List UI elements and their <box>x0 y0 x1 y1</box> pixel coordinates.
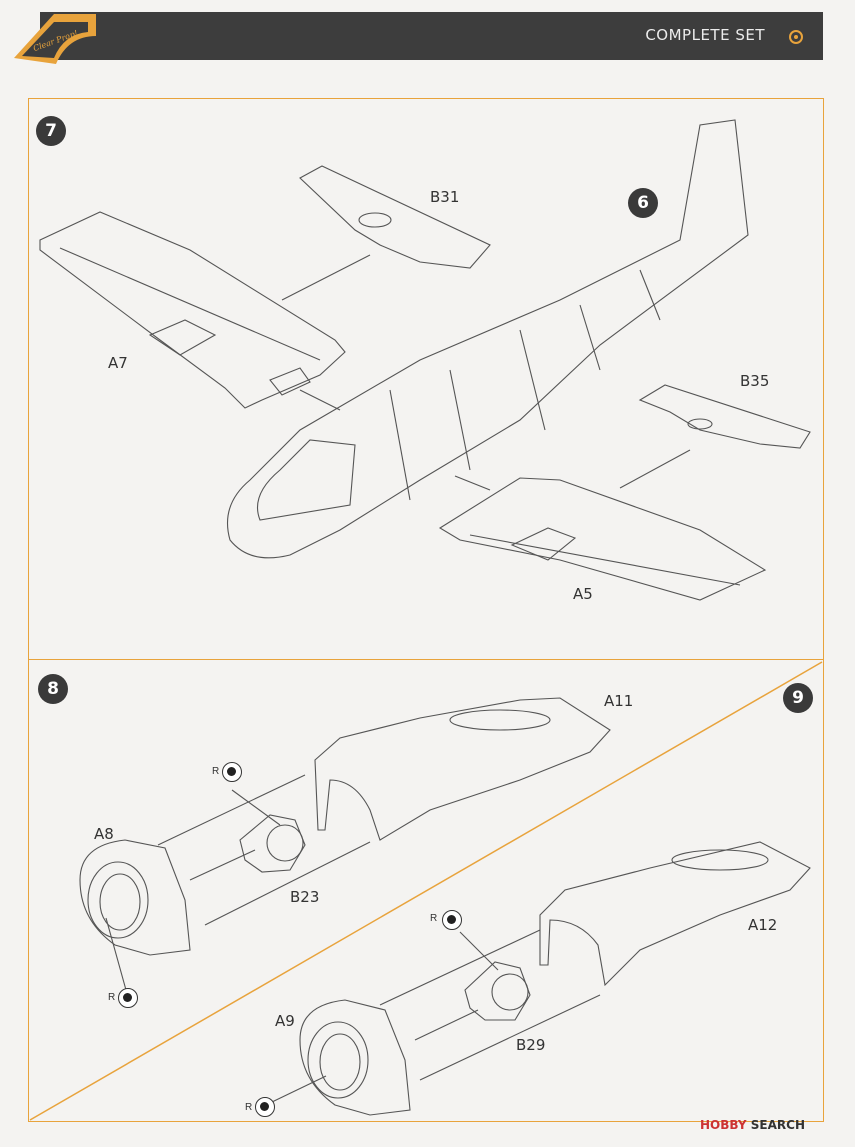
panel-divider <box>29 661 823 1121</box>
step-6-badge: 6 <box>628 188 658 218</box>
wing-a7 <box>39 211 346 409</box>
watermark-brand: HOBBY <box>700 1118 747 1132</box>
watermark-suffix: SEARCH <box>750 1118 805 1132</box>
glue-mark-icon <box>118 988 138 1008</box>
label-b29: B29 <box>516 1036 546 1054</box>
label-a8: A8 <box>94 825 114 843</box>
fuselage <box>226 119 749 559</box>
header-title: COMPLETE SET <box>645 26 765 44</box>
nacelle-a11 <box>314 697 611 841</box>
wing-a5 <box>438 477 767 601</box>
label-b35: B35 <box>740 372 770 390</box>
part-b23 <box>239 814 306 873</box>
label-a12: A12 <box>748 916 778 934</box>
step-8-9-panel <box>28 659 824 1122</box>
page-header: COMPLETE SET <box>40 12 823 60</box>
label-a9: A9 <box>275 1012 295 1030</box>
r-mark-label: R <box>430 913 438 924</box>
r-mark-label: R <box>108 992 116 1003</box>
part-b29 <box>464 961 531 1021</box>
brand-logo: Clear Prop! <box>14 14 96 64</box>
intake-a8 <box>79 839 191 956</box>
header-bullet-icon <box>789 30 803 44</box>
part-b35 <box>638 384 811 449</box>
intake-a9 <box>299 999 411 1116</box>
label-a7: A7 <box>108 354 128 372</box>
glue-mark-icon <box>442 910 462 930</box>
label-b23: B23 <box>290 888 320 906</box>
label-a5: A5 <box>573 585 593 603</box>
glue-mark-icon <box>222 762 242 782</box>
r-mark-label: R <box>245 1102 253 1113</box>
step-7-badge: 7 <box>36 116 66 146</box>
label-b31: B31 <box>430 188 460 206</box>
glue-mark-icon <box>255 1097 275 1117</box>
r-mark-label: R <box>212 766 220 777</box>
nacelle-a12 <box>539 841 811 987</box>
watermark: HOBBY SEARCH <box>700 1118 805 1132</box>
label-a11: A11 <box>604 692 634 710</box>
step-9-badge: 9 <box>783 683 813 713</box>
step-8-badge: 8 <box>38 674 68 704</box>
part-b31 <box>299 165 491 269</box>
